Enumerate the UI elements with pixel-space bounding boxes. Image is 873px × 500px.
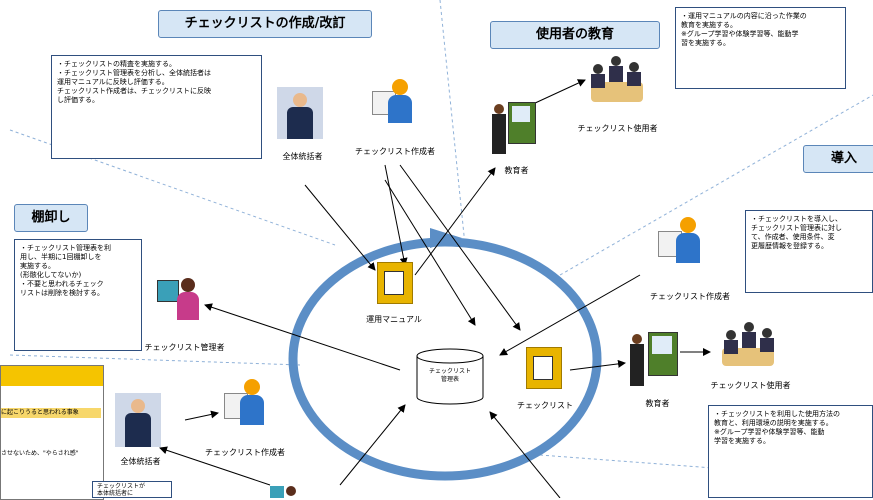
label-overall-bottom: 全体統括者 — [120, 457, 161, 466]
label-overall-top: 全体統括者 — [282, 152, 323, 161]
checklist-db-icon — [416, 348, 484, 405]
educator-icon — [490, 100, 538, 160]
label-creator-right: チェックリスト作成者 — [650, 292, 730, 301]
creator-right-icon — [658, 215, 706, 277]
note-intro: ・チェックリストを導入し、 チェックリスト管理表に対し て、作成者、使用条件、変… — [745, 210, 873, 293]
creator-icon — [370, 77, 418, 135]
users-meeting-icon — [585, 52, 650, 112]
label-creator-bottom: チェックリスト作成者 — [205, 448, 285, 457]
cycle-arrowhead — [430, 228, 462, 248]
partial-highlight: に起こりうると思われる事象 — [1, 408, 101, 418]
overall-supervisor-icon — [277, 87, 323, 139]
manager-icon — [157, 276, 202, 328]
title-intro: 導入 — [803, 145, 873, 173]
note-inventory: ・チェックリスト管理表を利 用し、半期に1回棚卸しを 実施する。 (形骸化してな… — [14, 239, 142, 351]
overall-supervisor-bottom-icon — [115, 393, 161, 447]
partial-note-bottom: チェックリストが 本体統括者に — [92, 481, 172, 498]
checklist-folder-icon — [526, 347, 562, 389]
label-checklist: チェックリスト — [517, 401, 573, 410]
partial-panel-header — [1, 366, 103, 386]
label-manual: 運用マニュアル — [366, 315, 422, 324]
educator-bottom-icon — [628, 330, 680, 392]
note-usage: ・チェックリストを利用した使用方法の 教育と、利用環境の説明を実施する。 ※グル… — [708, 405, 873, 498]
users-meeting-bottom-icon — [718, 318, 780, 374]
creator-bottom-icon — [222, 377, 270, 435]
label-user-top: チェックリスト使用者 — [577, 124, 658, 133]
manager-bottom-icon — [270, 486, 300, 498]
label-user-bottom: チェックリスト使用者 — [710, 381, 791, 390]
title-create-revise: チェックリストの作成/改訂 — [158, 10, 372, 38]
note-education: ・運用マニュアルの内容に沿った作業の 教育を実施する。 ※グループ学習や体験学習… — [675, 7, 846, 89]
partial-panel: に起こりうると思われる事象 させないため、"やらされ感" — [0, 365, 104, 500]
label-center-db: チェックリスト 管理表 — [428, 368, 471, 383]
note-create: ・チェックリストの精査を実施する。 ・チェックリスト管理表を分析し、全体統括者は… — [51, 55, 262, 159]
label-educator-top: 教育者 — [504, 166, 529, 175]
title-inventory: 棚卸し — [14, 204, 88, 232]
partial-line: させないため、"やらされ感" — [1, 450, 79, 457]
title-education: 使用者の教育 — [490, 21, 660, 49]
label-manager: チェックリスト管理者 — [144, 343, 225, 352]
label-educator-bottom: 教育者 — [645, 399, 670, 408]
label-creator-top: チェックリスト作成者 — [355, 147, 435, 156]
manual-folder-icon — [377, 262, 413, 304]
